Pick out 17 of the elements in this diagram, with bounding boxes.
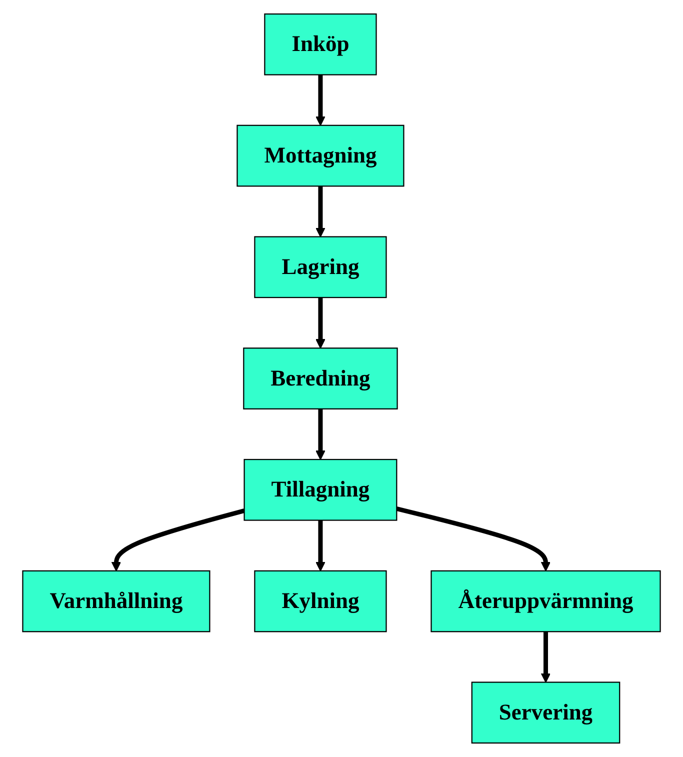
arrow: [396, 506, 551, 572]
node-box: Beredning: [243, 348, 398, 410]
node-box: Lagring: [254, 236, 387, 298]
arrow: [316, 298, 326, 349]
node-box: Kylning: [254, 570, 387, 632]
node-box: Mottagning: [236, 124, 404, 187]
node-box: Inköp: [264, 13, 377, 76]
node-box: Tillagning: [244, 458, 398, 521]
node-box: Servering: [471, 682, 620, 744]
arrow: [316, 520, 326, 572]
arrow: [316, 186, 326, 238]
arrow: [540, 632, 551, 683]
arrow: [111, 508, 245, 572]
arrow: [316, 74, 326, 126]
arrow: [316, 408, 326, 460]
node-box: Varmhållning: [22, 570, 210, 632]
node-box: Återuppvärmning: [430, 570, 661, 632]
